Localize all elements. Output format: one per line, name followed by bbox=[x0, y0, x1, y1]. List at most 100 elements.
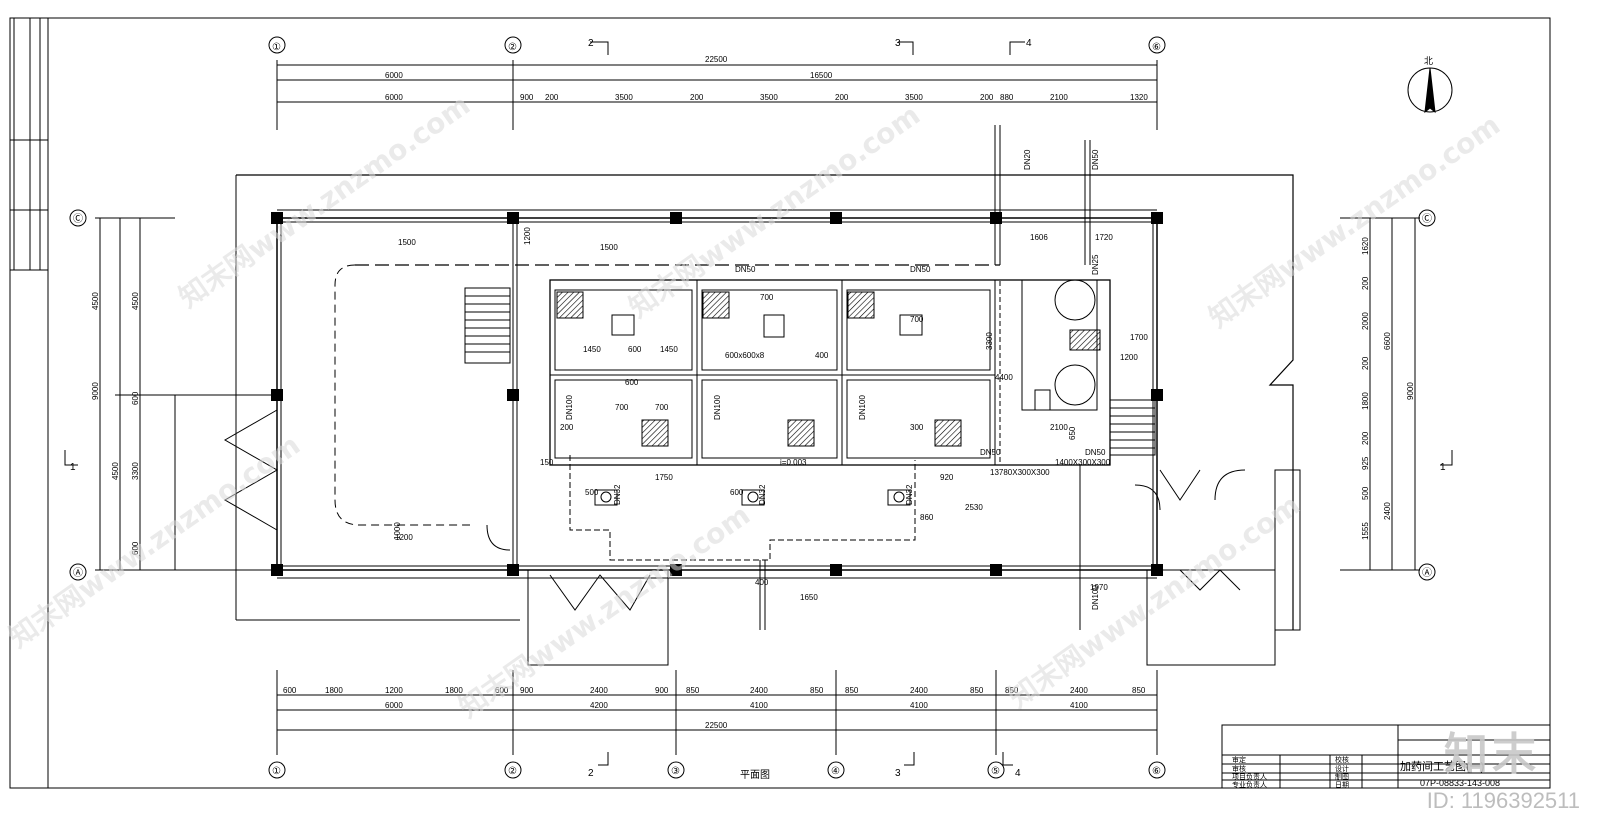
dimension-label: DN32 bbox=[613, 484, 622, 505]
dimension-label: DN20 bbox=[1023, 149, 1032, 170]
dimension-label: 2400 bbox=[590, 686, 608, 695]
dimension-label: 900 bbox=[520, 93, 534, 102]
dimension-label: 600 bbox=[495, 686, 509, 695]
dimension-label: 3300 bbox=[131, 462, 140, 480]
dimension-label: 3500 bbox=[760, 93, 778, 102]
dimension-label: DN25 bbox=[1091, 254, 1100, 275]
dimension-label: DN50 bbox=[735, 265, 756, 274]
hatched-equipment bbox=[556, 291, 1101, 447]
dimension-label: 2100 bbox=[1050, 423, 1068, 432]
title-block bbox=[1221, 724, 1551, 789]
dimension-label: 2400 bbox=[1383, 502, 1392, 520]
dimension-label: 650 bbox=[1068, 426, 1077, 440]
dimension-label: 850 bbox=[845, 686, 859, 695]
dimension-label: i=0.003 bbox=[780, 458, 807, 467]
dimension-label: 850 bbox=[970, 686, 984, 695]
dimension-label: 3300 bbox=[985, 332, 994, 350]
dimension-label: 2530 bbox=[965, 503, 983, 512]
dimension-label: 1970 bbox=[1090, 583, 1108, 592]
dimension-label: 2400 bbox=[910, 686, 928, 695]
dimension-label: 3500 bbox=[905, 93, 923, 102]
section-4-top: 4 bbox=[1026, 38, 1032, 49]
dimension-label: 1450 bbox=[583, 345, 601, 354]
dimension-label: 860 bbox=[920, 513, 934, 522]
dimension-label: 600 bbox=[625, 378, 639, 387]
dimension-label: 22500 bbox=[705, 721, 728, 730]
section-1-right: 1 bbox=[1440, 462, 1446, 473]
project-title: 加药间工艺图(一) bbox=[1400, 760, 1484, 773]
dimension-label: 22500 bbox=[705, 55, 728, 64]
dimension-label: 3500 bbox=[615, 93, 633, 102]
dimension-label: 600 bbox=[283, 686, 297, 695]
dimension-label: 1700 bbox=[1130, 333, 1148, 342]
dimension-label: 600 bbox=[131, 541, 140, 555]
section-2-bottom: 2 bbox=[588, 768, 594, 779]
dimension-label: 920 bbox=[940, 473, 954, 482]
axis-bubbles bbox=[69, 36, 1436, 779]
dimension-label: DN100 bbox=[565, 395, 574, 420]
dimension-label: 1606 bbox=[1030, 233, 1048, 242]
north-label: 北 bbox=[1424, 56, 1433, 66]
dimension-label: 400 bbox=[815, 351, 829, 360]
axis-label-6-top: ⑥ bbox=[1152, 42, 1161, 53]
dimension-label: DN100 bbox=[1091, 585, 1100, 610]
dimension-label: 400 bbox=[755, 578, 769, 587]
drawing-frame bbox=[9, 17, 1551, 789]
dimension-label: 1200 bbox=[385, 686, 403, 695]
axis-label-2-top: ② bbox=[508, 42, 517, 53]
dimension-label: 1450 bbox=[660, 345, 678, 354]
dimension-label: 1800 bbox=[325, 686, 343, 695]
dimension-label: 1200 bbox=[1120, 353, 1138, 362]
dimension-label: 900 bbox=[655, 686, 669, 695]
dimension-label: 2400 bbox=[1070, 686, 1088, 695]
dimension-label: 1200 bbox=[395, 533, 413, 542]
dimension-label: 1320 bbox=[1130, 93, 1148, 102]
dimension-label: 500 bbox=[585, 488, 599, 497]
dimension-label: 4100 bbox=[750, 701, 768, 710]
dimension-label: 1720 bbox=[1095, 233, 1113, 242]
dimension-label: DN32 bbox=[758, 484, 767, 505]
tb-rrow-3: 日期 bbox=[1335, 781, 1349, 789]
axis-label-c-right: Ⓒ bbox=[1422, 213, 1432, 225]
dimension-label: 4200 bbox=[590, 701, 608, 710]
dimension-label: DN50 bbox=[1091, 149, 1100, 170]
axis-label-a-left: Ⓐ bbox=[73, 567, 83, 579]
section-1-left: 1 bbox=[70, 462, 76, 473]
dimension-label: 2100 bbox=[1050, 93, 1068, 102]
metering-pumps bbox=[594, 489, 911, 506]
dimension-label: 200 bbox=[1361, 431, 1370, 445]
dimension-label: 6600 bbox=[1383, 332, 1392, 350]
dimension-label: 850 bbox=[1132, 686, 1146, 695]
dimension-label: 300 bbox=[910, 423, 924, 432]
tb-rrow-0: 校核 bbox=[1335, 755, 1349, 764]
tb-row-1: 审核 bbox=[1232, 764, 1246, 773]
dimension-label: DN50 bbox=[980, 448, 1001, 457]
dimension-label: 850 bbox=[810, 686, 824, 695]
dimension-label: 13780X300X300 bbox=[990, 468, 1050, 477]
dimension-label: 1620 bbox=[1361, 237, 1370, 255]
dimension-label: 1500 bbox=[600, 243, 618, 252]
dimension-label: 600 bbox=[131, 391, 140, 405]
dimension-label: 600 bbox=[628, 345, 642, 354]
dimension-label: 500 bbox=[1361, 486, 1370, 500]
dimension-label: DN32 bbox=[905, 484, 914, 505]
dimension-label: 925 bbox=[1361, 456, 1370, 470]
axis-label-4-bottom: ④ bbox=[831, 766, 840, 777]
dimension-label: 2000 bbox=[1361, 312, 1370, 330]
dimension-label: 4500 bbox=[131, 292, 140, 310]
tb-rrow-1: 设计 bbox=[1335, 764, 1349, 773]
plan-label: 平面图 bbox=[740, 769, 770, 781]
dimension-label: 6000 bbox=[385, 71, 403, 80]
tank-block bbox=[549, 279, 1111, 466]
dimension-label: DN50 bbox=[1085, 448, 1106, 457]
dimension-label: 1400X300X300 bbox=[1055, 458, 1111, 467]
tb-rrow-2: 制图 bbox=[1335, 772, 1349, 781]
dimension-label: 4500 bbox=[91, 292, 100, 310]
axis-label-a-right: Ⓐ bbox=[1422, 567, 1432, 579]
dimension-label: 2400 bbox=[750, 686, 768, 695]
dimension-label: DN100 bbox=[713, 395, 722, 420]
axis-label-3-bottom: ③ bbox=[671, 766, 680, 777]
axis-label-1-bottom: ① bbox=[272, 766, 281, 777]
